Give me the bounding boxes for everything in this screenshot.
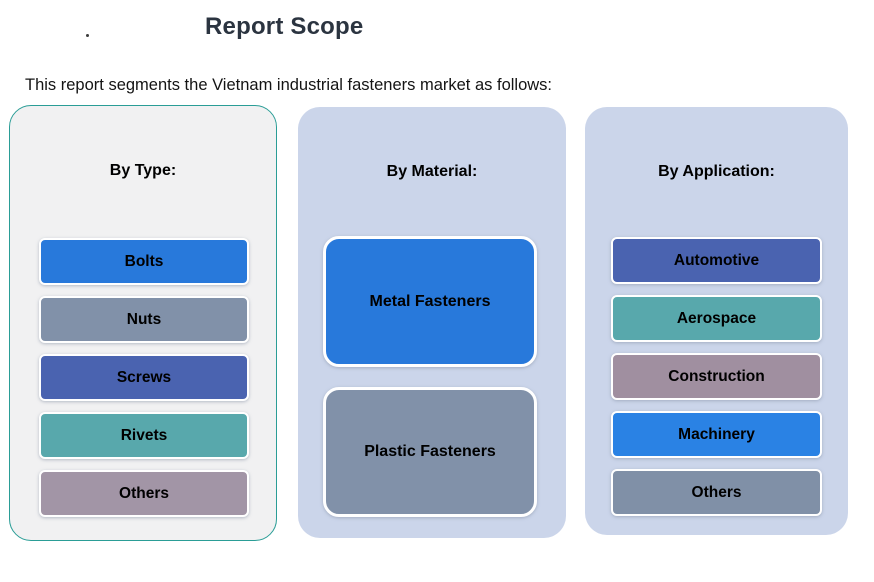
panel-by-material: By Material: Metal Fasteners Plastic Fas… bbox=[298, 107, 566, 538]
segment-chip-others-type: Others bbox=[39, 470, 249, 517]
segment-chip-aerospace: Aerospace bbox=[611, 295, 822, 342]
segment-chip-metal-fasteners: Metal Fasteners bbox=[323, 236, 537, 367]
segment-chip-others-application: Others bbox=[611, 469, 822, 516]
segment-chip-plastic-fasteners: Plastic Fasteners bbox=[323, 387, 537, 517]
segment-chip-construction: Construction bbox=[611, 353, 822, 400]
page-title: Report Scope bbox=[205, 13, 364, 40]
segment-chip-rivets: Rivets bbox=[39, 412, 249, 459]
stray-dot bbox=[86, 34, 89, 37]
panel-by-type-header: By Type: bbox=[109, 162, 177, 179]
by-type-chip-list: Bolts Nuts Screws Rivets Others bbox=[39, 238, 249, 517]
segment-chip-screws: Screws bbox=[39, 354, 249, 401]
panel-by-material-header: By Material: bbox=[386, 163, 478, 180]
segment-chip-bolts: Bolts bbox=[39, 238, 249, 285]
by-application-chip-list: Automotive Aerospace Construction Machin… bbox=[611, 237, 822, 516]
panel-by-application: By Application: Automotive Aerospace Con… bbox=[585, 107, 848, 535]
panel-by-type: By Type: Bolts Nuts Screws Rivets Others bbox=[9, 105, 277, 541]
segment-chip-nuts: Nuts bbox=[39, 296, 249, 343]
segment-chip-machinery: Machinery bbox=[611, 411, 822, 458]
segment-chip-automotive: Automotive bbox=[611, 237, 822, 284]
panel-by-application-header: By Application: bbox=[658, 163, 775, 180]
intro-text: This report segments the Vietnam industr… bbox=[25, 76, 553, 94]
